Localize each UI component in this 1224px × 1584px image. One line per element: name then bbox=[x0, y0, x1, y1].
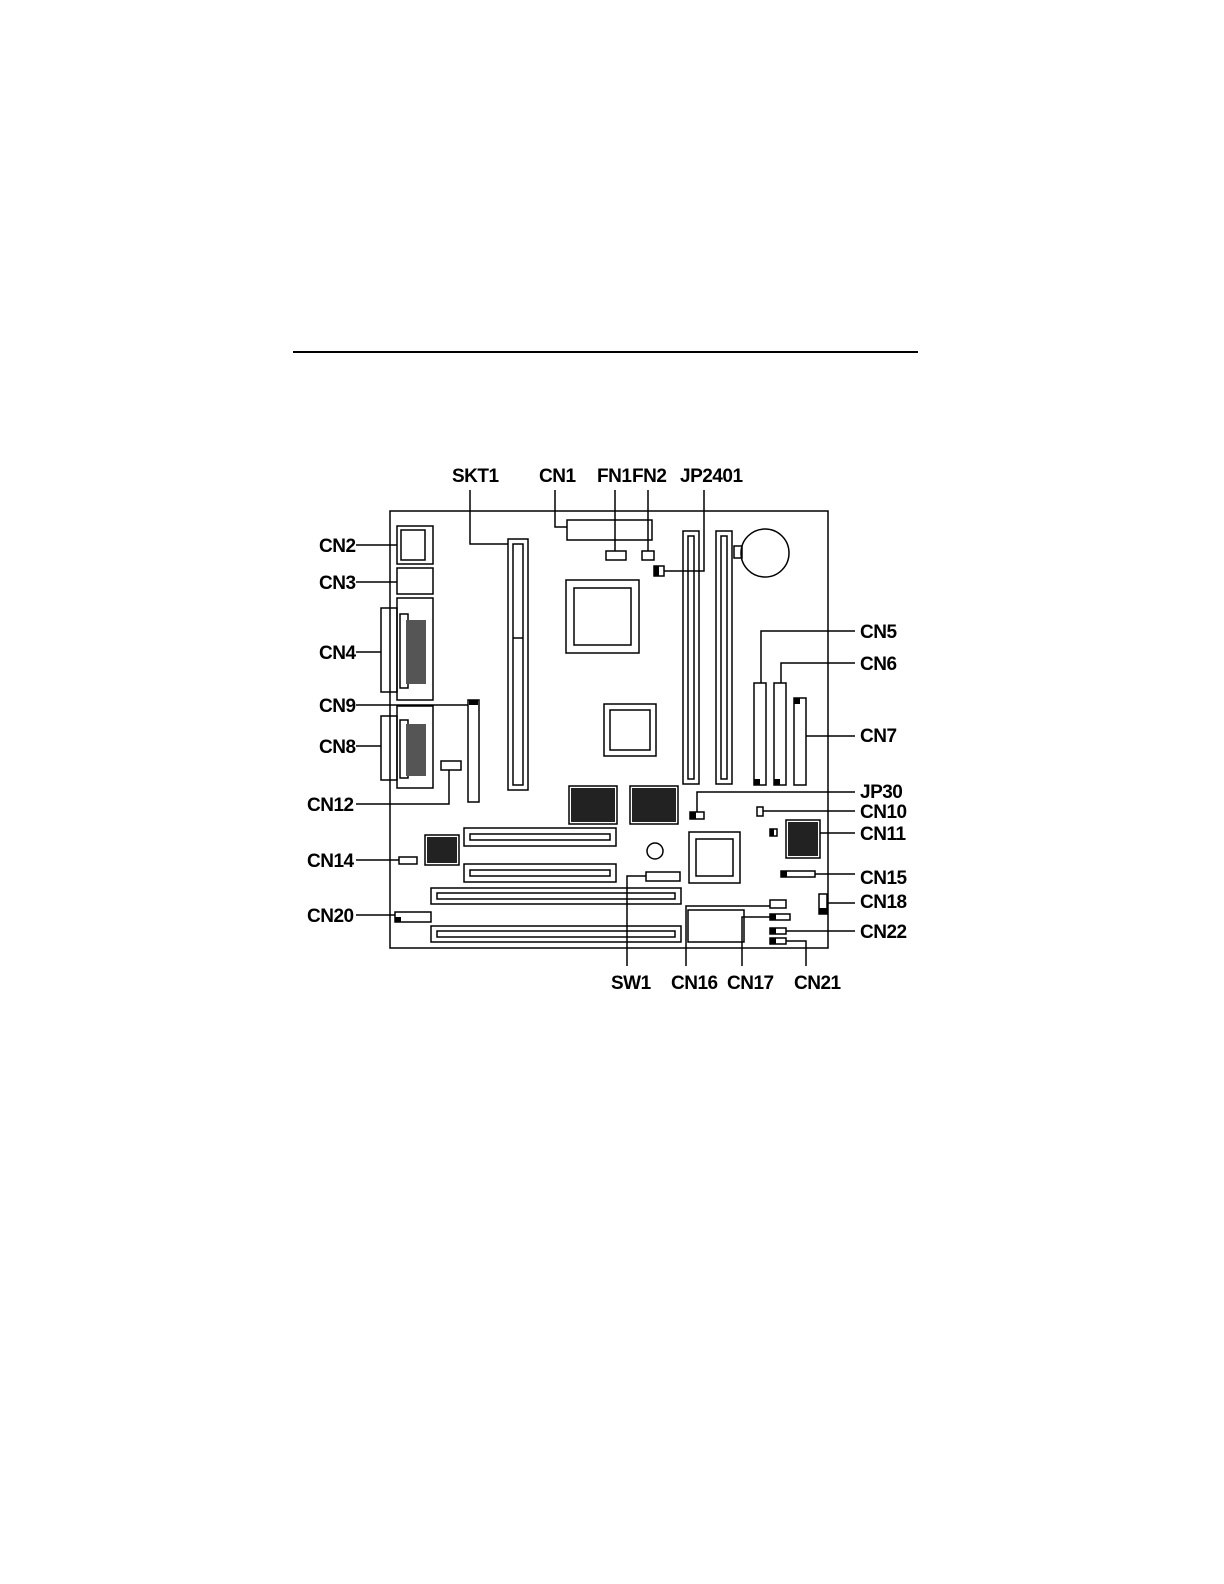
label-cn20: CN20 bbox=[307, 906, 354, 927]
label-sw1: SW1 bbox=[611, 973, 652, 994]
cn1-power-connector bbox=[567, 520, 652, 540]
cn2-connector bbox=[397, 526, 433, 564]
label-cn3: CN3 bbox=[319, 573, 356, 594]
label-cn15: CN15 bbox=[860, 868, 908, 889]
skt1-slot bbox=[508, 539, 528, 790]
dimm-slot-2 bbox=[716, 531, 732, 784]
label-cn8: CN8 bbox=[319, 737, 356, 758]
label-cn17: CN17 bbox=[727, 973, 774, 994]
cn14-connector bbox=[399, 857, 417, 864]
label-cn21: CN21 bbox=[794, 973, 842, 994]
fn2-fan-connector bbox=[642, 551, 654, 560]
label-cn5: CN5 bbox=[860, 622, 897, 643]
label-cn12: CN12 bbox=[307, 795, 354, 816]
cn16-header bbox=[770, 900, 786, 908]
label-skt1: SKT1 bbox=[452, 466, 500, 487]
label-cn14: CN14 bbox=[307, 851, 355, 872]
label-cn18: CN18 bbox=[860, 892, 907, 913]
isa-slot-1 bbox=[431, 888, 681, 904]
label-cn2: CN2 bbox=[319, 536, 356, 557]
north-bridge-chip bbox=[566, 580, 639, 653]
super-io-chip bbox=[689, 832, 740, 883]
fn1-fan-connector bbox=[606, 551, 626, 560]
label-cn4: CN4 bbox=[319, 643, 356, 664]
cn6-header bbox=[774, 683, 786, 785]
cn3-connector bbox=[397, 568, 433, 594]
cn12-connector bbox=[441, 761, 461, 770]
cn5-header bbox=[754, 683, 766, 785]
cn10-connector bbox=[757, 807, 763, 816]
label-cn22: CN22 bbox=[860, 922, 907, 943]
label-fn2: FN2 bbox=[632, 466, 666, 487]
label-cn1: CN1 bbox=[539, 466, 576, 487]
crystal bbox=[647, 843, 663, 859]
battery bbox=[734, 529, 789, 577]
label-cn10: CN10 bbox=[860, 802, 907, 823]
label-cn16: CN16 bbox=[671, 973, 718, 994]
sw1-dip-switch bbox=[646, 872, 680, 881]
cn7-header bbox=[794, 698, 806, 785]
dimm-slot-1 bbox=[683, 531, 699, 784]
pci-slot-1 bbox=[464, 828, 616, 846]
label-cn11: CN11 bbox=[860, 824, 906, 845]
chipset-chip bbox=[604, 704, 656, 756]
label-jp2401: JP2401 bbox=[680, 466, 743, 487]
cn9-header bbox=[468, 700, 479, 802]
label-cn9: CN9 bbox=[319, 696, 356, 717]
label-fn1: FN1 bbox=[597, 466, 632, 487]
isa-slot-2 bbox=[431, 926, 681, 942]
pci-slot-2 bbox=[464, 864, 616, 882]
label-cn6: CN6 bbox=[860, 654, 897, 675]
label-cn7: CN7 bbox=[860, 726, 897, 747]
label-jp30: JP30 bbox=[860, 782, 902, 803]
cn16-connector bbox=[688, 910, 744, 942]
